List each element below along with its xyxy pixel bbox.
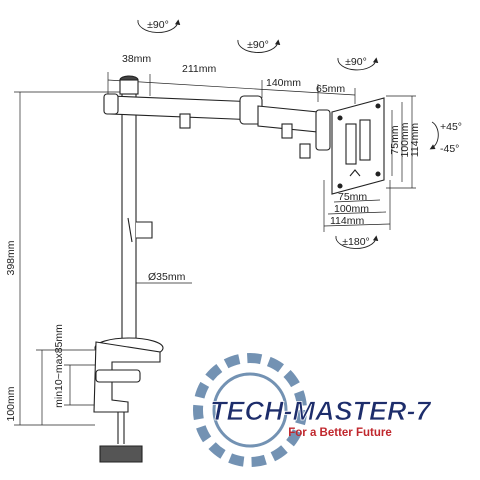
rotation-label-tilt-up: +45° [440, 121, 462, 133]
dim-label-clamp-range: min10~max85mm [53, 324, 65, 408]
dim-label-vesa-height-75: 75mm [389, 125, 401, 154]
logo-name: TECH-MASTER-7 [210, 396, 432, 426]
dim-label-vesa-width-100: 100mm [334, 203, 369, 215]
dim-label-clamp-height: 100mm [5, 386, 17, 421]
rotation-label-arm-middle: ±90° [247, 39, 269, 51]
brand-logo: TECH-MASTER-7 For a Better Future [193, 353, 433, 467]
rotation-arcs [137, 19, 439, 249]
dim-label-vesa-width-114: 114mm [330, 215, 364, 227]
dim-label-vesa-height-114: 114mm [409, 123, 421, 157]
dim-label-arm-offset: 38mm [122, 53, 151, 65]
dim-label-pole-diameter: Ø35mm [148, 271, 186, 283]
rotation-label-arm-base: ±90° [147, 19, 169, 31]
monitor-arm-drawing [93, 75, 385, 463]
rotation-label-rotate: ±180° [342, 236, 369, 248]
dim-label-arm-segment-2: 140mm [266, 77, 301, 89]
rotation-label-tilt-down: -45° [440, 143, 459, 155]
dim-label-vesa-width-75: 75mm [338, 191, 367, 203]
logo-tagline: For a Better Future [288, 427, 392, 439]
gear-icon [193, 353, 307, 467]
dim-label-arm-segment-1: 211mm [182, 63, 216, 75]
dim-label-head-length: 65mm [316, 83, 345, 95]
rotation-label-arm-head: ±90° [345, 56, 367, 68]
dim-label-total-height: 398mm [5, 240, 17, 275]
dim-label-vesa-height-100: 100mm [399, 122, 411, 157]
